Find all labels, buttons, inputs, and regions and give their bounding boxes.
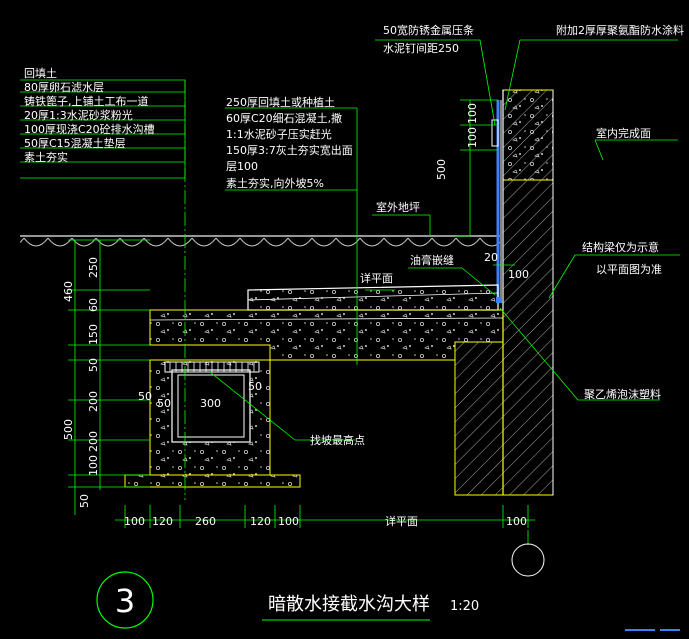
- left-notes: 回填土 80厚卵石滤水层 铸铁篦子,上铺土工布一道 20厚1:3水泥砂浆粉光 1…: [24, 66, 155, 164]
- dim-bottom-100c: 100: [506, 515, 527, 528]
- left-note-7: 素土夯实: [24, 150, 68, 164]
- dim-50: 50: [87, 358, 100, 372]
- dim-bottom-see-plan: 详平面: [385, 514, 418, 528]
- see-plan-note: 详平面: [360, 271, 393, 285]
- dim-50b: 50: [78, 494, 91, 508]
- indoor-finish-note: 室内完成面: [596, 126, 651, 140]
- top-dims: 100 100 500 20 100: [435, 103, 529, 281]
- left-dim-lines: [68, 239, 150, 515]
- dim-100: 100: [87, 455, 100, 476]
- dim-bottom-120a: 120: [152, 515, 173, 528]
- dim-bottom-120b: 120: [250, 515, 271, 528]
- detail-scale: 1:20: [450, 599, 479, 614]
- dim-top-500: 500: [435, 159, 448, 180]
- left-note-1: 回填土: [24, 66, 57, 80]
- trench-dims: 50 50 300 50: [138, 380, 262, 410]
- bottom-dims: 100 120 260 120 100 详平面 100: [124, 514, 527, 528]
- title-block: 3 暗散水接截水沟大样 1:20: [96, 571, 479, 629]
- beam-note-2: 以平面图为准: [596, 263, 662, 276]
- left-note-3: 铸铁篦子,上铺土工布一道: [24, 94, 149, 108]
- ground-line: [20, 235, 500, 250]
- strip-note-2: 水泥钉间距250: [383, 42, 459, 55]
- dim-bottom-260: 260: [195, 515, 216, 528]
- left-note-6: 50厚C15混凝土垫层: [24, 136, 126, 150]
- axis-bubble: [511, 543, 545, 577]
- mid-note-1: 250厚回填土或种植土: [226, 95, 335, 109]
- pavement-slab: [149, 284, 504, 361]
- top-notes: 50宽防锈金属压条 水泥钉间距250 附加2厚厚聚氨酯防水涂料 室内完成面 室外…: [310, 23, 684, 447]
- dim-500: 500: [62, 419, 75, 440]
- dim-trench-left-wall: 50: [138, 390, 152, 403]
- mid-notes: 250厚回填土或种植土 60厚C20细石混凝土,撒 1:1水泥砂子压实赶光 15…: [226, 95, 353, 190]
- dim-150: 150: [87, 324, 100, 345]
- dim-60: 60: [87, 298, 100, 312]
- left-note-4: 20厚1:3水泥砂浆粉光: [24, 108, 133, 122]
- outdoor-ground-note: 室外地坪: [376, 200, 420, 214]
- sealant-dot: [496, 297, 502, 303]
- left-note-5: 100厚现浇C20砼排水沟槽: [24, 122, 155, 136]
- dim-bottom-100a: 100: [124, 515, 145, 528]
- mid-note-3: 1:1水泥砂子压实赶光: [226, 127, 332, 141]
- detail-number-circle: [96, 571, 154, 629]
- drainage-trench: [124, 359, 301, 488]
- dim-trench-width: 300: [200, 397, 221, 410]
- top-dim-lines: [455, 99, 515, 266]
- dim-200b: 200: [87, 431, 100, 452]
- beam-note-1: 结构梁仅为示意: [582, 240, 659, 254]
- mid-note-4: 150厚3:7灰土夯实宽出面: [226, 143, 353, 157]
- left-note-2: 80厚卵石滤水层: [24, 81, 104, 94]
- wall: [502, 89, 554, 496]
- dim-top-20: 20: [484, 251, 498, 264]
- strip-note-1: 50宽防锈金属压条: [383, 23, 474, 37]
- dim-460: 460: [62, 281, 75, 302]
- dim-trench-right-wall: 50: [248, 380, 262, 393]
- left-dim-texts: 460 250 60 150 50 500 200 200 100 50: [62, 257, 100, 508]
- slope-point-note: 找坡最高点: [310, 433, 365, 447]
- dim-trench-left-in: 50: [157, 397, 171, 410]
- grade-beam: [454, 341, 504, 496]
- detail-title: 暗散水接截水沟大样: [268, 594, 430, 615]
- dim-250: 250: [87, 257, 100, 278]
- mid-note-5: 层100: [226, 160, 258, 173]
- dim-200a: 200: [87, 391, 100, 412]
- mid-note-2: 60厚C20细石混凝土,撒: [226, 111, 342, 125]
- dim-bottom-100b: 100: [278, 515, 299, 528]
- mid-note-6: 素土夯实,向外坡5%: [226, 176, 324, 190]
- dim-top-100b: 100: [466, 127, 479, 148]
- coating-note: 附加2厚厚聚氨酯防水涂料: [556, 23, 684, 37]
- bottom-dim-lines: [115, 505, 535, 545]
- dim-top-100c: 100: [508, 268, 529, 281]
- asphalt-joint-note: 油膏嵌缝: [410, 253, 454, 267]
- leader-lines: [20, 39, 680, 441]
- foam-note: 聚乙烯泡沫塑料: [584, 387, 661, 401]
- waterproof-layer: [491, 100, 502, 300]
- detail-number: 3: [115, 582, 135, 620]
- dim-top-100a: 100: [466, 103, 479, 124]
